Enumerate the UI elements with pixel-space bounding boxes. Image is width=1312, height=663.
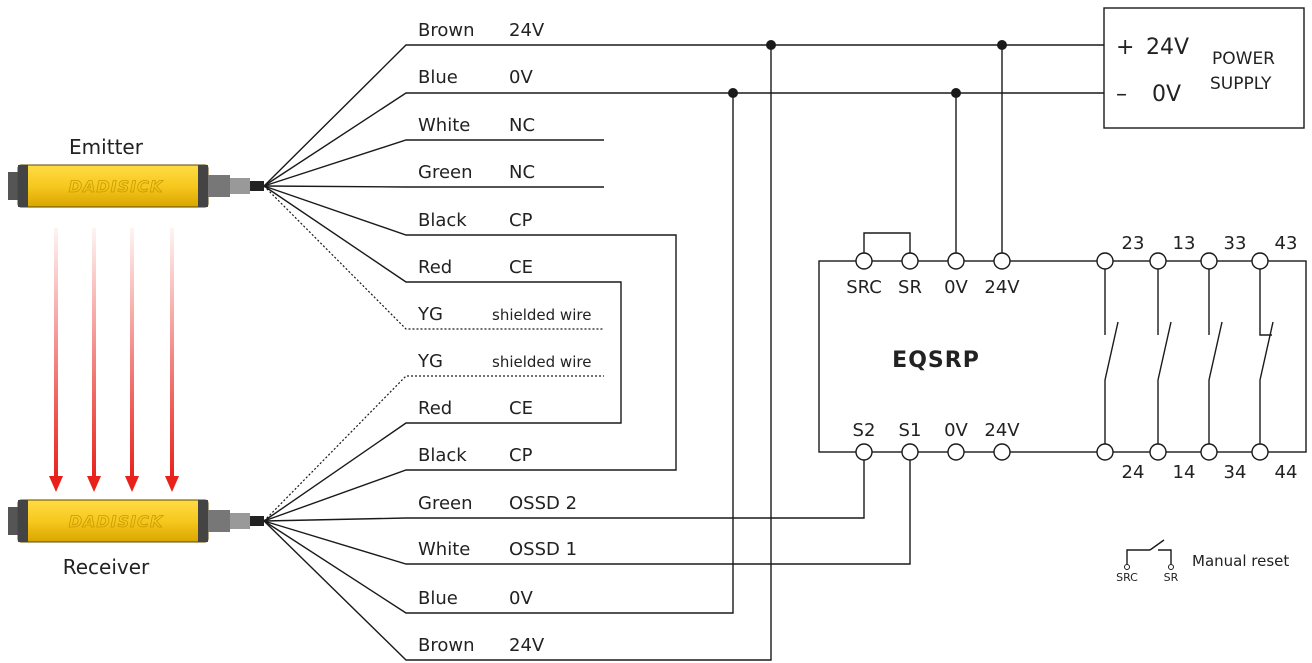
receiver-brand: DADISICK: [69, 512, 164, 531]
wire-color-label: Red: [418, 257, 452, 278]
beam-arrow: [87, 228, 101, 492]
psu-plus-sign: +: [1116, 35, 1134, 60]
contact-label: 33: [1224, 233, 1247, 254]
wire-signal-label: shielded wire: [492, 353, 591, 371]
junction-dot: [766, 40, 776, 50]
psu-minus-voltage: 0V: [1152, 82, 1181, 107]
manual-reset-label: Manual reset: [1192, 552, 1289, 570]
contact-33-34: [1200, 252, 1223, 461]
terminal-label: 0V: [944, 420, 968, 441]
wire-color-label: Blue: [418, 588, 458, 609]
eqsrp-module: SRC SR 0V 24V EQSRP S2 S1 0V 24V: [818, 232, 1307, 483]
terminal-0v-top: [947, 252, 965, 270]
wire-signal-label: shielded wire: [492, 306, 591, 324]
terminal-label: 0V: [944, 277, 968, 298]
terminal-24v-bottom: [993, 443, 1011, 461]
wire-signal-label: CE: [509, 398, 533, 419]
wire-signal-label: NC: [509, 115, 535, 136]
contact-13-14: [1149, 252, 1172, 461]
contact-label: 24: [1122, 462, 1145, 483]
wire-signal-label: 0V: [509, 67, 533, 88]
contact-label: 43: [1275, 233, 1298, 254]
terminal-src: [855, 252, 873, 270]
contact-label: 23: [1122, 233, 1145, 254]
terminal-label: SR: [898, 277, 922, 298]
terminal-s1: [901, 443, 919, 461]
wire-signal-label: 0V: [509, 588, 533, 609]
wire-color-label: Brown: [418, 635, 475, 656]
wire-signal-label: CP: [509, 445, 533, 466]
wire-signal-label: CE: [509, 257, 533, 278]
wire-color-label: Red: [418, 398, 452, 419]
beam-arrow: [49, 228, 63, 492]
terminal-label: 24V: [984, 277, 1020, 298]
terminal-label: SRC: [846, 277, 882, 298]
wire-signal-label: NC: [509, 162, 535, 183]
wire-color-label: YG: [417, 304, 443, 325]
contact-23-24: [1096, 252, 1119, 461]
terminal-0v-bottom: [947, 443, 965, 461]
module-name: EQSRP: [892, 348, 980, 373]
contact-label: 34: [1224, 462, 1247, 483]
contact-label: 44: [1275, 462, 1298, 483]
psu-plus-voltage: 24V: [1146, 35, 1189, 60]
receiver-wire-labels: YG shielded wire Red CE Black CP Green O…: [417, 351, 591, 656]
wire-color-label: Brown: [418, 20, 475, 41]
wire-color-label: Black: [418, 445, 467, 466]
contact-label: 14: [1173, 462, 1196, 483]
beam-arrow: [165, 228, 179, 492]
wire-signal-label: OSSD 2: [509, 493, 577, 514]
contact-43-44: [1251, 252, 1274, 461]
terminal-label: S2: [853, 420, 876, 441]
wire-color-label: Black: [418, 210, 467, 231]
wire-color-label: White: [418, 539, 470, 560]
wire-color-label: White: [418, 115, 470, 136]
manual-reset-sr: SR: [1164, 571, 1179, 584]
emitter-brand: DADISICK: [69, 177, 164, 196]
beam-arrow: [125, 228, 139, 492]
terminal-sr: [901, 252, 919, 270]
receiver-wires: [263, 45, 911, 661]
wire-signal-label: OSSD 1: [509, 539, 577, 560]
wire-signal-label: 24V: [509, 20, 545, 41]
psu-minus-sign: –: [1116, 82, 1127, 107]
manual-reset-src: SRC: [1116, 571, 1138, 584]
power-supply: + 24V – 0V POWER SUPPLY: [1103, 7, 1305, 129]
contact-label: 13: [1173, 233, 1196, 254]
module-supply-wires: [955, 45, 1003, 253]
terminal-label: S1: [899, 420, 922, 441]
emitter-device: DADISICK: [8, 164, 264, 208]
psu-title-line1: POWER: [1212, 49, 1275, 69]
wire-signal-label: CP: [509, 210, 533, 231]
emitter-label: Emitter: [69, 135, 144, 159]
receiver-label: Receiver: [63, 555, 150, 579]
wire-color-label: YG: [417, 351, 443, 372]
junction-dots: [728, 40, 1007, 98]
terminal-24v-top: [993, 252, 1011, 270]
wire-signal-label: 24V: [509, 635, 545, 656]
psu-title-line2: SUPPLY: [1210, 74, 1272, 94]
manual-reset-symbol: SRC SR Manual reset: [1116, 539, 1289, 584]
junction-dot: [728, 88, 738, 98]
wire-color-label: Green: [418, 493, 473, 514]
receiver-device: DADISICK: [8, 499, 264, 543]
light-beams: [49, 228, 179, 492]
emitter-wires: [263, 44, 1104, 522]
emitter-wire-labels: Brown 24V Blue 0V White NC Green NC Blac…: [417, 20, 591, 325]
terminal-label: 24V: [984, 420, 1020, 441]
wire-color-label: Green: [418, 162, 473, 183]
wire-color-label: Blue: [418, 67, 458, 88]
terminal-s2: [855, 443, 873, 461]
